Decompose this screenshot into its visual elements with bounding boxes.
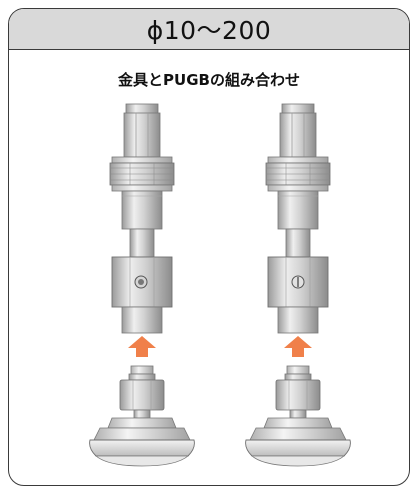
card-title: ϕ10〜200 — [146, 16, 272, 45]
card-subtitle: 金具とPUGBの組み合わせ — [118, 71, 300, 89]
left-suction-pad — [89, 365, 195, 467]
left-assembly — [89, 103, 195, 467]
right-suction-pad — [245, 365, 351, 467]
diagram-card: ϕ10〜200 金具とPUGBの組み合わせ — [8, 8, 410, 486]
left-fitting — [109, 103, 175, 334]
right-up-arrow — [284, 336, 312, 357]
left-up-arrow — [128, 336, 156, 357]
right-assembly — [245, 103, 351, 467]
right-fitting — [265, 103, 331, 334]
card-header: ϕ10〜200 — [9, 9, 409, 50]
